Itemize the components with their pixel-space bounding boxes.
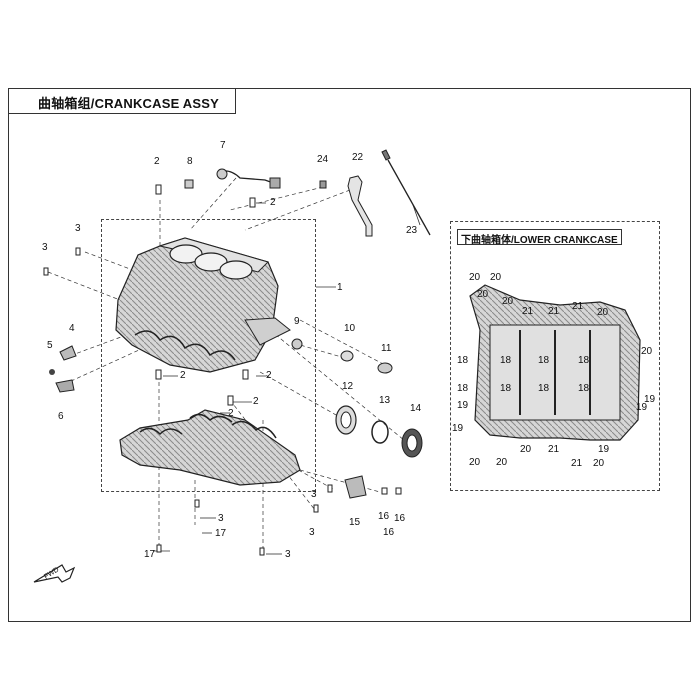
lower-callout: 20 xyxy=(496,457,508,468)
lower-crankcase-title: 下曲轴箱体/LOWER CRANKCASE xyxy=(457,229,622,246)
lower-callout: 18 xyxy=(578,355,590,366)
main-callout: 23 xyxy=(406,225,418,236)
lower-callout: 20 xyxy=(502,296,514,307)
lower-callout: 21 xyxy=(548,444,560,455)
main-callout: 3 xyxy=(285,549,291,560)
page-title: 曲轴箱组/CRANKCASE ASSY xyxy=(38,96,220,111)
main-assembly-box xyxy=(101,219,316,492)
lower-callout: 19 xyxy=(598,444,610,455)
lower-callout: 20 xyxy=(597,307,609,318)
main-callout: 2 xyxy=(266,370,272,381)
main-callout: 15 xyxy=(349,517,361,528)
main-callout: 3 xyxy=(42,242,48,253)
main-callout: 3 xyxy=(309,527,315,538)
lower-callout: 18 xyxy=(500,383,512,394)
main-callout: 3 xyxy=(311,489,317,500)
upper-crankcase-drawing xyxy=(115,237,291,373)
main-callout: 3 xyxy=(218,513,224,524)
main-callout: 12 xyxy=(342,381,354,392)
fwd-arrow xyxy=(33,564,76,583)
lower-crankcase-detail-drawing xyxy=(469,284,641,441)
main-callout: 24 xyxy=(317,154,329,165)
lower-callout: 18 xyxy=(500,355,512,366)
main-callout: 14 xyxy=(410,403,422,414)
lower-callout: 20 xyxy=(520,444,532,455)
main-callout: 3 xyxy=(75,223,81,234)
lower-callout: 19 xyxy=(457,400,469,411)
lower-callout: 20 xyxy=(593,458,605,469)
main-callout: 8 xyxy=(187,156,193,167)
title-tab: 曲轴箱组/CRANKCASE ASSY xyxy=(8,88,236,114)
lower-callout: 19 xyxy=(644,394,656,405)
lower-callout: 18 xyxy=(457,355,469,366)
lower-crankcase-drawing-main xyxy=(119,409,301,486)
lower-crankcase-box xyxy=(450,221,660,491)
main-callout: 16 xyxy=(378,511,390,522)
lower-callout: 20 xyxy=(490,272,502,283)
main-callout: 2 xyxy=(180,370,186,381)
main-callout: 7 xyxy=(220,140,226,151)
lower-callout: 21 xyxy=(571,458,583,469)
lower-callout: 18 xyxy=(538,355,550,366)
lower-callout: 21 xyxy=(572,301,584,312)
lower-callout: 20 xyxy=(469,457,481,468)
lower-callout: 21 xyxy=(548,306,560,317)
main-callout: 2 xyxy=(270,197,276,208)
lower-callout: 19 xyxy=(452,423,464,434)
diagram-frame xyxy=(8,88,691,622)
main-callout: 2 xyxy=(228,408,234,419)
lower-callout: 20 xyxy=(477,289,489,300)
main-callout: 10 xyxy=(344,323,356,334)
small-parts xyxy=(43,149,431,556)
main-callout: 2 xyxy=(154,156,160,167)
main-callout: 6 xyxy=(58,411,64,422)
lower-callout: 20 xyxy=(641,346,653,357)
main-callout: 13 xyxy=(379,395,391,406)
main-callout: 17 xyxy=(215,528,227,539)
main-callout: 5 xyxy=(47,340,53,351)
lower-callout: 19 xyxy=(636,402,648,413)
main-callout: 9 xyxy=(294,316,300,327)
main-callout: 16 xyxy=(383,527,395,538)
lower-callout: 18 xyxy=(538,383,550,394)
main-callout: 22 xyxy=(352,152,364,163)
lower-callout: 21 xyxy=(522,306,534,317)
callout-leaders xyxy=(153,202,421,555)
main-callout: 2 xyxy=(253,396,259,407)
main-callout: 11 xyxy=(381,343,392,354)
main-callout: 16 xyxy=(394,513,406,524)
main-callout: 1 xyxy=(337,282,343,293)
lower-callout: 18 xyxy=(578,383,590,394)
main-callout: 17 xyxy=(144,549,156,560)
main-callout: 4 xyxy=(69,323,75,334)
lower-callout: 20 xyxy=(469,272,481,283)
lower-callout: 18 xyxy=(457,383,469,394)
